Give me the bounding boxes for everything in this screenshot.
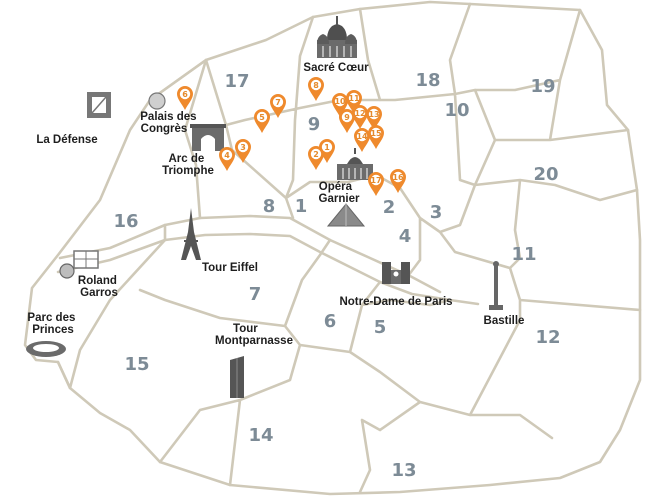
arr-label-8: 8 xyxy=(263,196,276,217)
arr-label-14: 14 xyxy=(248,425,273,446)
arr-label-6: 6 xyxy=(324,311,337,332)
location-pin-5[interactable]: 5 xyxy=(254,109,270,133)
arr-label-1: 1 xyxy=(295,196,308,217)
location-pin-11[interactable]: 11 xyxy=(346,90,362,114)
location-pin-14-number: 14 xyxy=(356,132,368,141)
location-pin-5-number: 5 xyxy=(259,113,265,122)
location-pin-4[interactable]: 4 xyxy=(219,147,235,171)
arr-label-11: 11 xyxy=(511,244,536,265)
location-pins: 1 2 3 4 5 6 7 xyxy=(177,77,406,196)
label-notre-dame: Notre-Dame de Paris xyxy=(339,296,452,308)
label-tour-montparnasse: Tour Montparnasse xyxy=(215,323,293,347)
location-pin-8-number: 8 xyxy=(313,81,319,90)
arr-label-10: 10 xyxy=(444,100,469,121)
arr-label-2: 2 xyxy=(383,197,396,218)
arch-icon xyxy=(190,124,226,151)
label-la-defense: La Défense xyxy=(36,134,97,146)
location-pin-12[interactable]: 12 xyxy=(352,105,368,129)
landmark-icons xyxy=(26,16,503,398)
location-pin-17-number: 17 xyxy=(370,176,381,185)
location-pin-15-number: 15 xyxy=(370,129,382,138)
boundary-lines xyxy=(56,2,642,494)
location-pin-11-number: 11 xyxy=(348,94,360,103)
arr-label-20: 20 xyxy=(533,164,558,185)
location-pin-10[interactable]: 10 xyxy=(332,93,348,117)
stadium-icon xyxy=(26,341,66,357)
arr-label-7: 7 xyxy=(249,284,262,305)
location-pin-4-number: 4 xyxy=(224,151,230,160)
location-pin-16-number: 16 xyxy=(392,173,404,182)
eiffel-tower-icon xyxy=(181,208,201,260)
location-pin-13-number: 13 xyxy=(368,110,379,119)
seine-south-bank xyxy=(56,232,480,306)
label-bastille: Bastille xyxy=(484,315,525,327)
arr-label-12: 12 xyxy=(535,327,560,348)
opera-house-icon xyxy=(337,148,373,180)
label-palais-des-congres: Palais des Congrès xyxy=(140,111,199,135)
location-pin-17[interactable]: 17 xyxy=(368,172,384,196)
location-pin-12-number: 12 xyxy=(354,109,365,118)
column-icon xyxy=(489,261,503,310)
location-pin-7[interactable]: 7 xyxy=(270,94,286,118)
label-tour-eiffel: Tour Eiffel xyxy=(202,262,258,274)
location-pin-7-number: 7 xyxy=(275,98,281,107)
basilica-icon xyxy=(317,16,357,58)
location-pin-15[interactable]: 15 xyxy=(368,125,384,149)
arr-label-16: 16 xyxy=(113,211,138,232)
arr-label-4: 4 xyxy=(399,226,412,247)
location-pin-1[interactable]: 1 xyxy=(319,139,335,163)
arr-label-3: 3 xyxy=(430,202,443,223)
location-pin-8[interactable]: 8 xyxy=(308,77,324,101)
location-pin-9-number: 9 xyxy=(344,113,350,122)
arr-label-18: 18 xyxy=(415,70,440,91)
location-pin-3-number: 3 xyxy=(240,143,246,152)
location-pin-6-number: 6 xyxy=(182,90,188,99)
location-pin-2-number: 2 xyxy=(313,150,319,159)
location-pin-13[interactable]: 13 xyxy=(366,106,382,130)
cathedral-icon xyxy=(382,262,410,284)
arr-label-13: 13 xyxy=(391,460,416,481)
location-pin-6[interactable]: 6 xyxy=(177,86,193,110)
location-pin-14[interactable]: 14 xyxy=(354,128,370,152)
arr-label-19: 19 xyxy=(530,76,555,97)
grande-arche-icon xyxy=(87,92,111,118)
location-pin-2[interactable]: 2 xyxy=(308,146,324,170)
location-pin-10-number: 10 xyxy=(334,97,346,106)
arr-label-9: 9 xyxy=(308,114,321,135)
landmark-labels: Sacré Cœur Palais des Congrès La Défense… xyxy=(27,62,524,347)
label-opera-garnier: Opéra Garnier xyxy=(319,181,360,205)
tennis-court-icon xyxy=(59,250,99,279)
arr-label-5: 5 xyxy=(374,317,387,338)
location-pin-16[interactable]: 16 xyxy=(390,169,406,193)
location-pin-3[interactable]: 3 xyxy=(235,139,251,163)
label-arc-de-triomphe: Arc de Triomphe xyxy=(162,153,214,177)
pyramid-icon xyxy=(326,203,366,227)
label-sacre-coeur: Sacré Cœur xyxy=(303,62,369,74)
arrondissement-boundaries xyxy=(23,0,642,496)
arr-label-17: 17 xyxy=(224,71,249,92)
label-parc-des-princes: Parc des Princes xyxy=(27,312,78,336)
location-pin-1-number: 1 xyxy=(324,143,330,152)
label-roland-garros: Roland Garros xyxy=(78,275,120,299)
city-outline xyxy=(23,0,642,496)
globe-building-icon xyxy=(148,92,166,110)
arr-label-15: 15 xyxy=(124,354,149,375)
skyscraper-icon xyxy=(230,356,244,398)
location-pin-9[interactable]: 9 xyxy=(339,109,355,133)
arrondissement-labels: 1 2 3 4 5 6 7 8 9 10 11 12 13 14 15 16 1… xyxy=(113,70,560,481)
